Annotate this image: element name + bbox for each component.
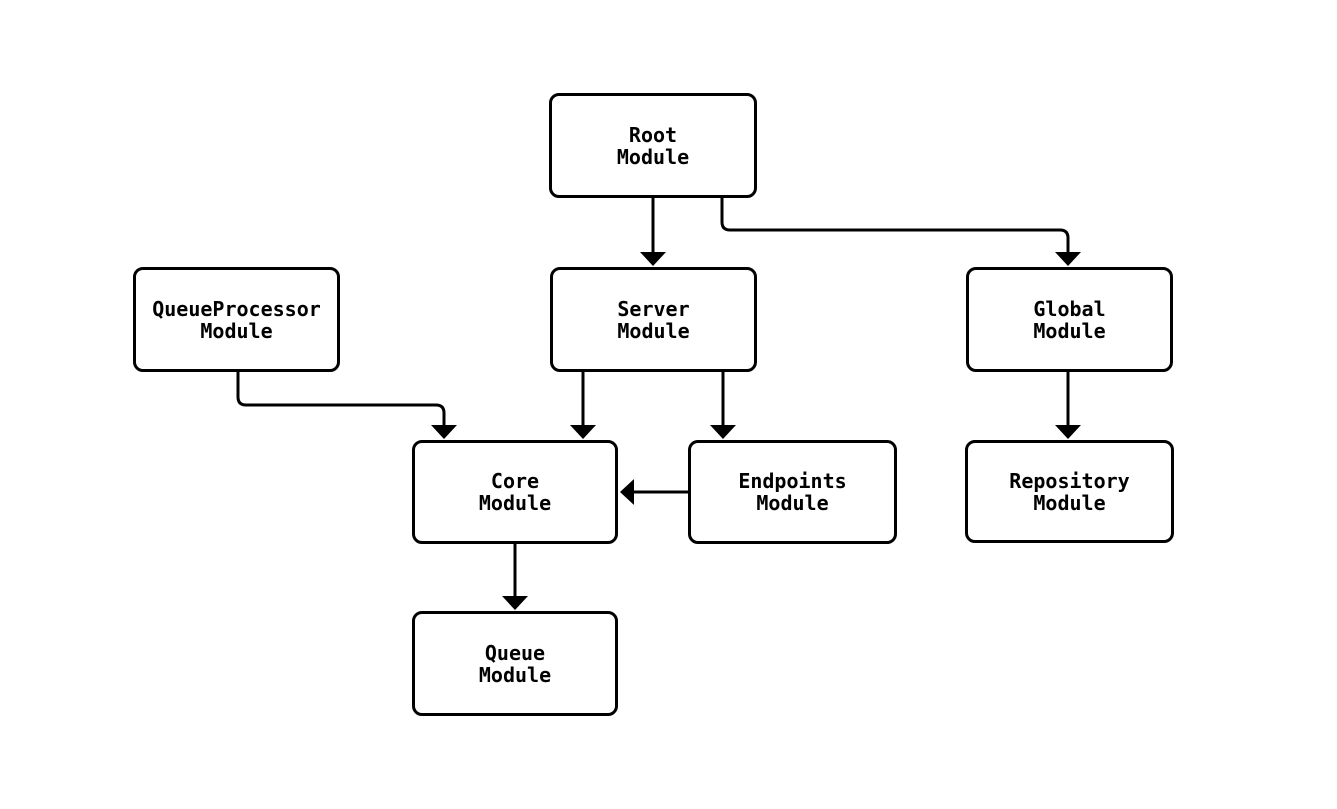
node-endpoints-module: Endpoints Module bbox=[688, 440, 897, 544]
arrowhead-root-to-server bbox=[640, 252, 666, 266]
arrowhead-endpoints-to-core bbox=[620, 479, 634, 505]
node-queue-module: Queue Module bbox=[412, 611, 618, 716]
arrowhead-global-to-repository bbox=[1055, 425, 1081, 439]
edge-server-to-endpoints bbox=[710, 372, 736, 439]
arrowhead-server-to-core bbox=[570, 425, 596, 439]
node-repository-module-label: Repository Module bbox=[1009, 468, 1130, 515]
arrowhead-server-to-endpoints bbox=[710, 425, 736, 439]
node-queueprocessor-module-label: QueueProcessor Module bbox=[152, 296, 321, 343]
edge-root-to-server bbox=[640, 198, 666, 266]
edge-endpoints-to-core bbox=[620, 479, 688, 505]
node-global-module-label: Global Module bbox=[1033, 296, 1106, 343]
edge-global-to-repository bbox=[1055, 372, 1081, 439]
edge-server-to-core bbox=[570, 372, 596, 439]
node-server-module: Server Module bbox=[550, 267, 757, 372]
node-queueprocessor-module: QueueProcessor Module bbox=[133, 267, 340, 372]
node-core-module-label: Core Module bbox=[478, 469, 552, 515]
arrowhead-root-to-global bbox=[1055, 252, 1081, 266]
node-server-module-label: Server Module bbox=[617, 296, 690, 343]
arrowhead-core-to-queue bbox=[502, 596, 528, 610]
node-root-module-label: Root Module bbox=[616, 122, 690, 169]
node-root-module: Root Module bbox=[549, 93, 757, 198]
node-endpoints-module-label: Endpoints Module bbox=[738, 469, 847, 515]
node-queue-module-label: Queue Module bbox=[478, 640, 552, 687]
edge-root-to-global bbox=[720, 198, 1081, 266]
node-global-module: Global Module bbox=[966, 267, 1173, 372]
node-core-module: Core Module bbox=[412, 440, 618, 544]
edge-queueprocessor-to-core bbox=[236, 372, 457, 439]
edge-core-to-queue bbox=[502, 544, 528, 610]
node-repository-module: Repository Module bbox=[965, 440, 1174, 543]
arrowhead-queueprocessor-to-core bbox=[431, 425, 457, 439]
